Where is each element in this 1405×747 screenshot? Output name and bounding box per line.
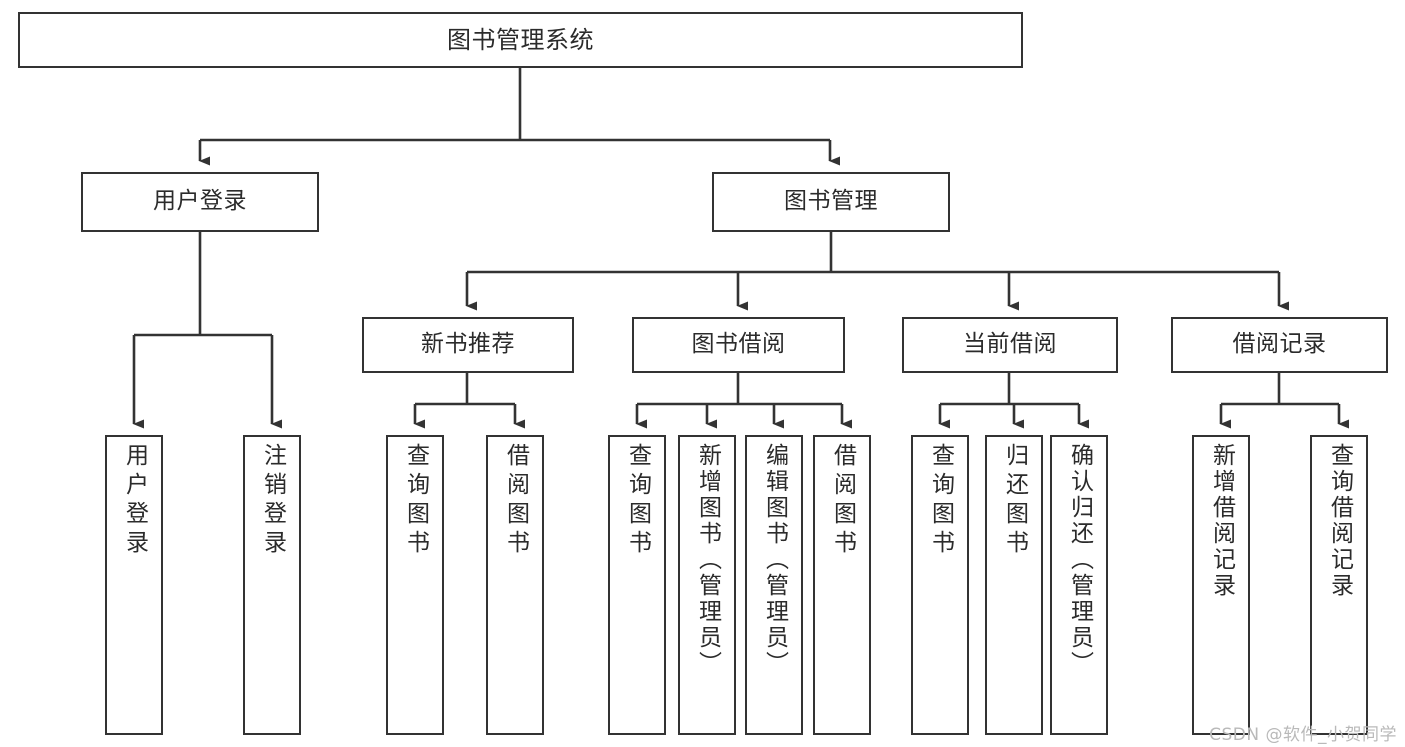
leaf-query-book-borrow-label: 查询图书 [624,443,651,559]
node-book-manage-label: 图书管理 [784,188,878,215]
node-current-borrow-label: 当前借阅 [963,331,1057,358]
leaf-query-record[interactable]: 查询借阅记录 [1310,435,1368,735]
node-root[interactable]: 图书管理系统 [18,12,1023,68]
leaf-user-login-label: 用户登录 [121,443,148,559]
node-new-book-rec[interactable]: 新书推荐 [362,317,574,373]
leaf-query-book-cur-label: 查询图书 [927,443,954,559]
leaf-return-book[interactable]: 归还图书 [985,435,1043,735]
leaf-query-book-borrow[interactable]: 查询图书 [608,435,666,735]
leaf-query-record-label: 查询借阅记录 [1326,443,1353,599]
leaf-add-record-label: 新增借阅记录 [1208,443,1235,599]
leaf-return-book-label: 归还图书 [1001,443,1028,559]
leaf-edit-book-label: 编辑图书（管理员） [761,443,788,677]
leaf-borrow-book[interactable]: 借阅图书 [813,435,871,735]
node-root-label: 图书管理系统 [447,25,594,54]
leaf-add-record[interactable]: 新增借阅记录 [1192,435,1250,735]
node-borrow-record-label: 借阅记录 [1232,331,1327,358]
leaf-logout[interactable]: 注销登录 [243,435,301,735]
node-book-borrow-label: 图书借阅 [691,331,786,358]
node-user-login-label: 用户登录 [153,188,247,215]
leaf-borrow-book-label: 借阅图书 [829,443,856,559]
node-book-manage[interactable]: 图书管理 [712,172,950,232]
node-new-book-rec-label: 新书推荐 [421,331,515,358]
leaf-confirm-return-label: 确认归还（管理员） [1066,443,1093,677]
leaf-add-book[interactable]: 新增图书（管理员） [678,435,736,735]
leaf-query-book-cur[interactable]: 查询图书 [911,435,969,735]
leaf-query-book-rec[interactable]: 查询图书 [386,435,444,735]
leaf-logout-label: 注销登录 [259,443,286,559]
leaf-borrow-book-rec[interactable]: 借阅图书 [486,435,544,735]
leaf-borrow-book-rec-label: 借阅图书 [502,443,529,559]
leaf-query-book-rec-label: 查询图书 [402,443,429,559]
leaf-add-book-label: 新增图书（管理员） [694,443,721,677]
leaf-edit-book[interactable]: 编辑图书（管理员） [745,435,803,735]
node-current-borrow[interactable]: 当前借阅 [902,317,1118,373]
node-user-login[interactable]: 用户登录 [81,172,319,232]
node-book-borrow[interactable]: 图书借阅 [632,317,845,373]
leaf-confirm-return[interactable]: 确认归还（管理员） [1050,435,1108,735]
leaf-user-login[interactable]: 用户登录 [105,435,163,735]
csdn-watermark: CSDN @软件_小贺同学 [1209,725,1397,745]
node-borrow-record[interactable]: 借阅记录 [1171,317,1388,373]
